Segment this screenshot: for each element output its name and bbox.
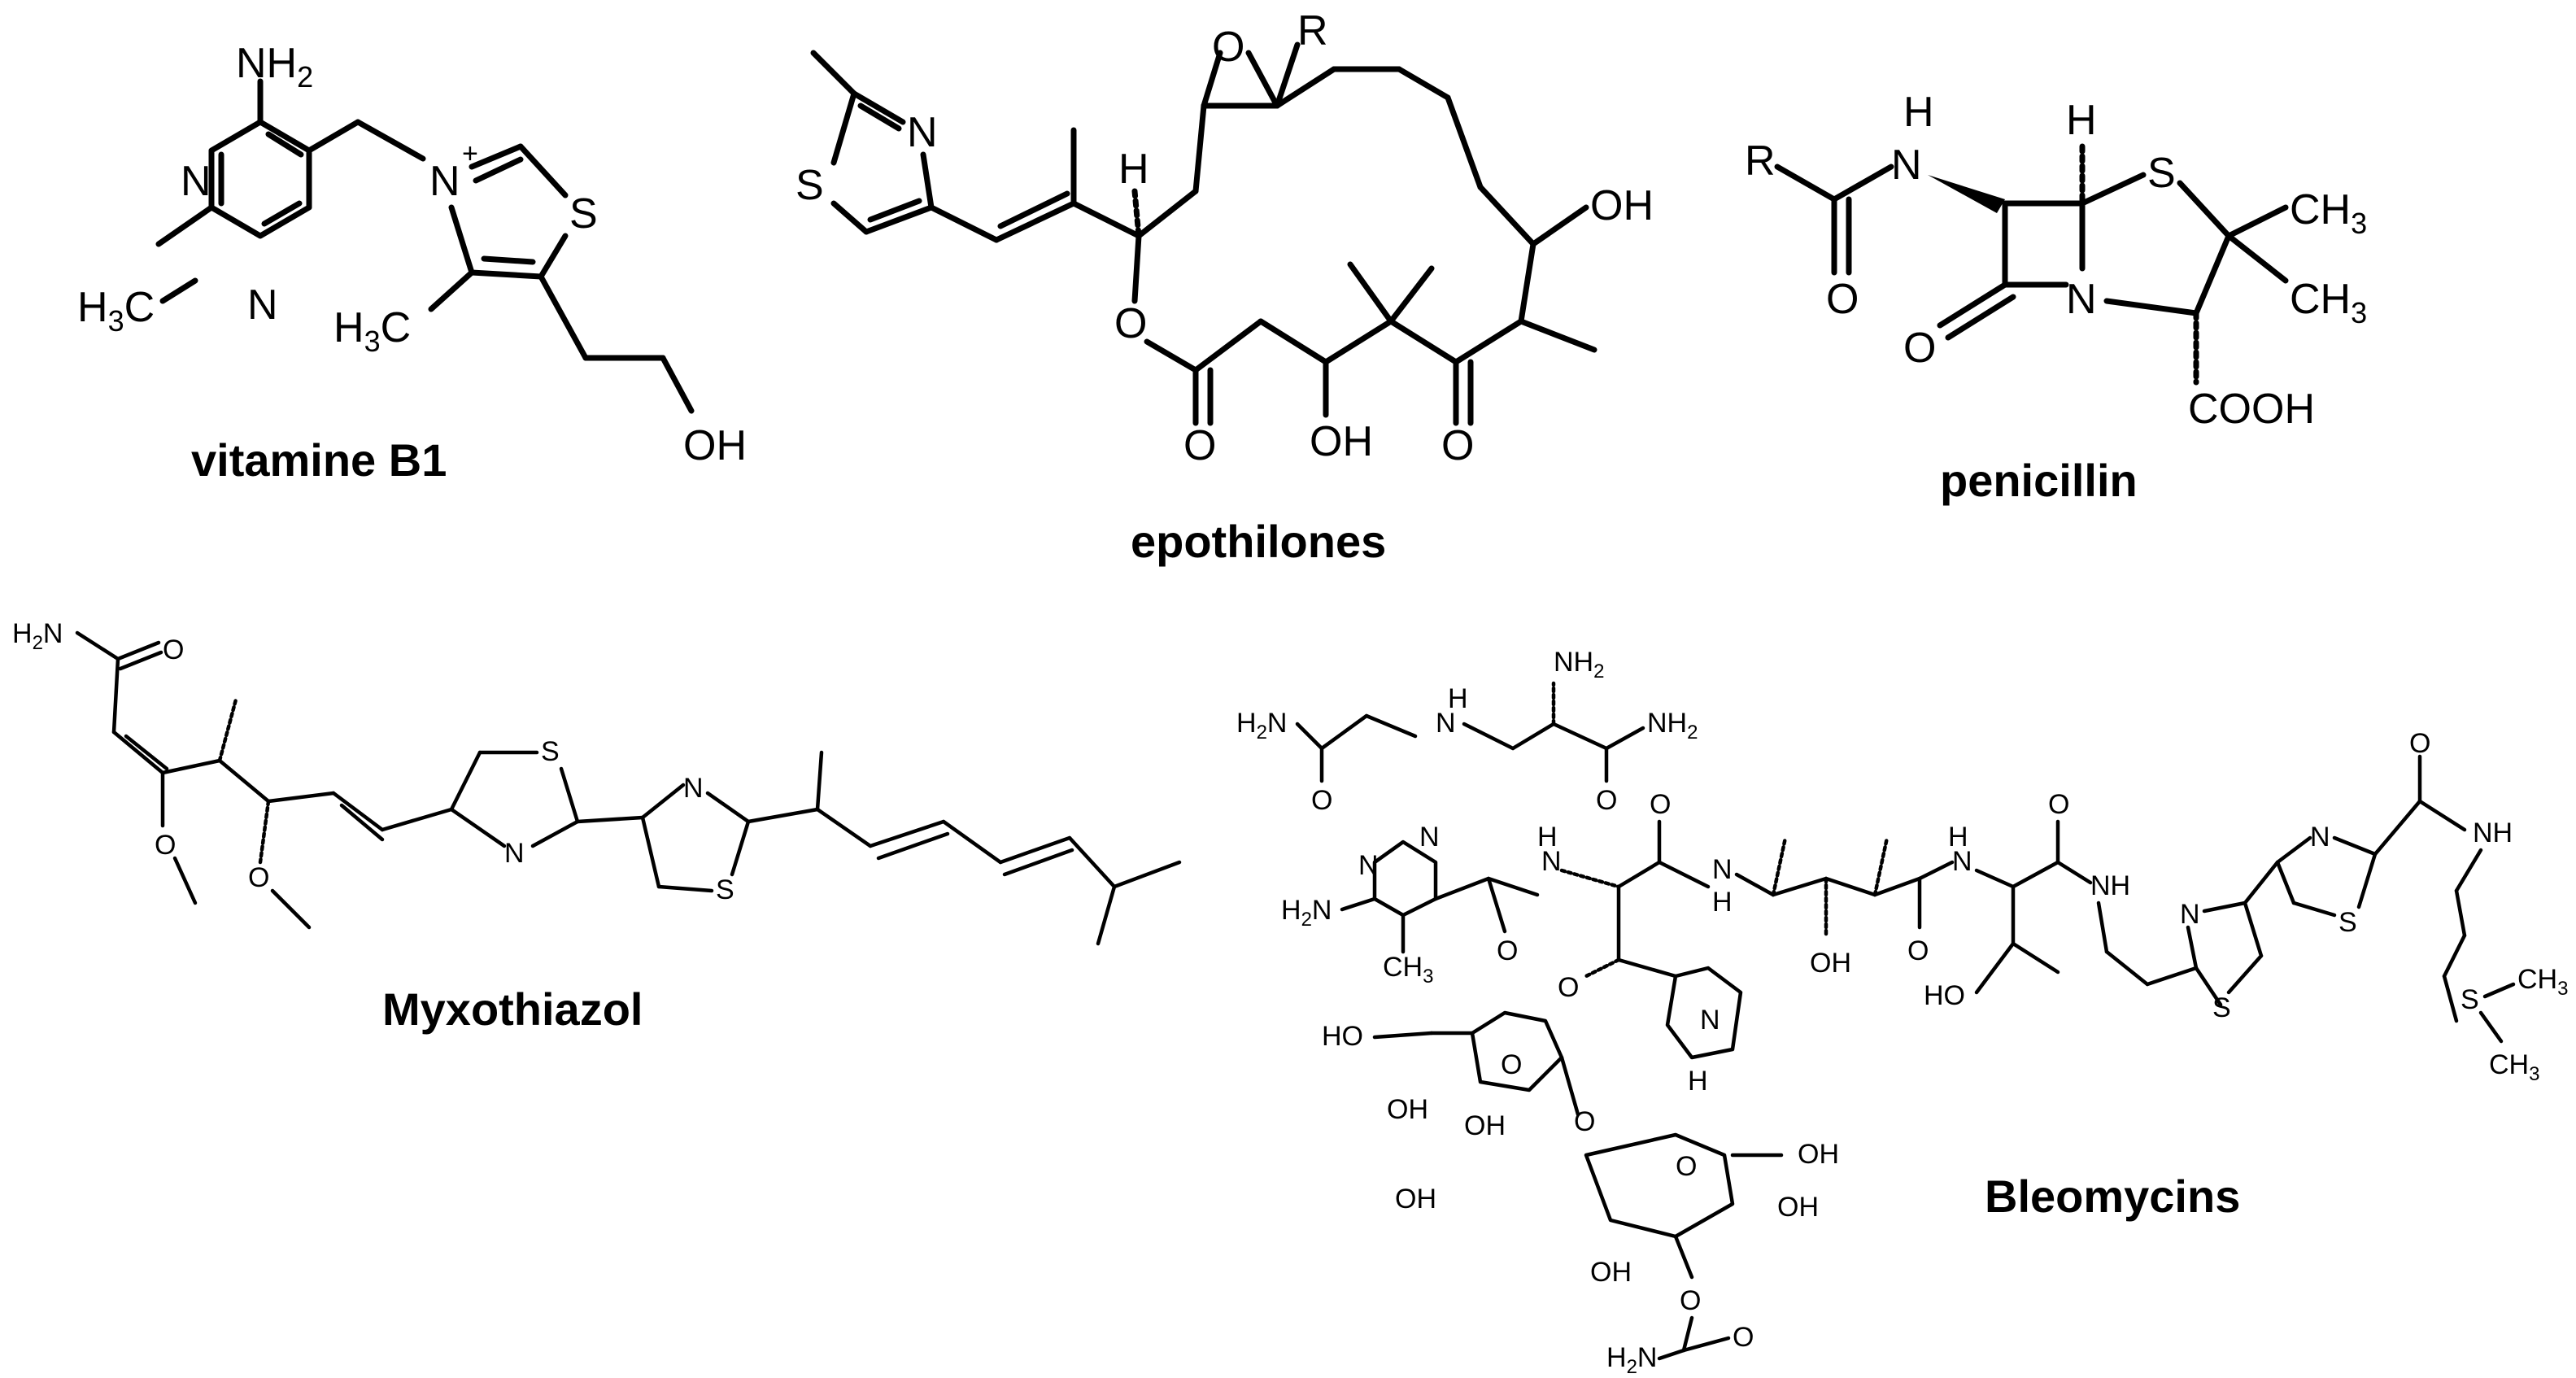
o-label: O (1558, 972, 1579, 1003)
cooh-label: COOH (2188, 386, 2315, 433)
o-label: O (1650, 789, 1671, 820)
epothilones-structure: N S H O O OH O OH (795, 7, 1654, 567)
oh-label: OH (1395, 1184, 1436, 1214)
s-label: S (795, 162, 824, 209)
n-label: N (1712, 854, 1733, 885)
oh-label: OH (683, 422, 747, 469)
s-label: S (569, 190, 598, 238)
nh2-label: NH2 (236, 40, 313, 94)
o-label: O (1733, 1322, 1754, 1353)
h-label: H (1948, 822, 1968, 853)
oh-label: OH (1310, 418, 1373, 465)
o-label: O (2409, 728, 2430, 759)
o-label: O (1212, 24, 1244, 71)
h3c-label: H3C (333, 304, 411, 358)
ch3-label: CH3 (2290, 186, 2367, 240)
o-label: O (1501, 1049, 1522, 1080)
nh2-label: NH2 (1647, 708, 1698, 744)
o-label: O (1676, 1151, 1697, 1182)
n-label: N (429, 158, 460, 205)
oh-label: OH (1590, 182, 1654, 229)
bleomycins-caption: Bleomycins (1985, 1171, 2240, 1222)
ch3-label: CH3 (2489, 1049, 2539, 1085)
o-label: O (163, 634, 184, 665)
n-label: N (247, 281, 278, 329)
o-label: O (1574, 1106, 1595, 1137)
o-label: O (1596, 785, 1617, 816)
vitamine-b1-structure: NH2 N N H3C N + S H3C OH vitamine B1 (77, 40, 747, 486)
h-label: H (1118, 146, 1149, 193)
nh-label: NH (2473, 818, 2513, 848)
h-label: H (2066, 97, 2097, 144)
oh-label: OH (1798, 1139, 1839, 1170)
o-label: O (1441, 422, 1474, 469)
nh2-label: NH2 (1554, 647, 1604, 682)
s-label: S (2460, 984, 2479, 1015)
n-label: N (907, 109, 938, 156)
oh-label: OH (1464, 1110, 1506, 1141)
h2n-label: H2N (1606, 1342, 1657, 1374)
n-label: N (2180, 899, 2200, 930)
oh-label: OH (1590, 1257, 1632, 1288)
h2n-label: H2N (12, 618, 63, 654)
ho-label: HO (1322, 1021, 1363, 1052)
h2n-label: H2N (1236, 708, 1287, 744)
bleomycins-structure: H2N O N H NH2 O NH2 H2N N N CH3 O N H O (1236, 647, 2568, 1378)
o-label: O (1497, 935, 1518, 966)
s-label: S (2147, 150, 2176, 197)
ho-label: HO (1924, 980, 1965, 1011)
penicillin-structure: R O N H N O H S CH3 CH3 COOH penicillin (1745, 89, 2367, 506)
n-label: N (2066, 276, 2097, 323)
n-label: N (504, 838, 525, 869)
n-label: N (1952, 846, 1972, 877)
vitamine-b1-caption: vitamine B1 (191, 434, 447, 486)
o-label: O (1826, 276, 1859, 323)
plus-label: + (462, 138, 478, 169)
o-label: O (1114, 300, 1147, 347)
s-label: S (716, 874, 734, 905)
o-label: O (248, 862, 269, 893)
nh-label: N (1541, 846, 1562, 877)
n-label: N (1700, 1005, 1720, 1036)
r-label: R (1297, 7, 1328, 55)
h-label: H (1448, 683, 1468, 714)
myxothiazol-structure: H2N O O O S N N S (12, 618, 1182, 1035)
myxothiazol-caption: Myxothiazol (382, 983, 643, 1035)
h-label: H (1903, 89, 1934, 136)
o-label: O (1907, 935, 1929, 966)
ch3-label: CH3 (2517, 964, 2568, 1000)
n-label: N (683, 773, 704, 804)
n-label: N (2310, 822, 2330, 853)
n-label: N (1436, 708, 1456, 739)
o-label: O (2048, 789, 2069, 820)
o-label: O (1311, 785, 1332, 816)
r-label: R (1745, 137, 1776, 185)
o-label: O (1680, 1285, 1701, 1316)
nh-label: NH (2090, 870, 2130, 901)
penicillin-caption: penicillin (1940, 455, 2138, 506)
oh-label: OH (1777, 1192, 1819, 1223)
h-label: H (1712, 887, 1733, 918)
h-label: H (1537, 822, 1558, 853)
ch3-label: CH3 (2290, 276, 2367, 329)
n-label: N (1419, 822, 1440, 853)
o-label: O (1183, 422, 1216, 469)
epothilones-caption: epothilones (1131, 516, 1386, 567)
n-label: N (1891, 142, 1922, 189)
s-label: S (541, 736, 560, 767)
h-label: H (1688, 1066, 1708, 1097)
s-label: S (2338, 907, 2357, 938)
n-label: N (1358, 850, 1379, 881)
ch3-label: CH3 (1383, 952, 1433, 988)
o-label: O (155, 830, 176, 861)
h3c-label: H3C (77, 284, 155, 338)
o-label: O (1903, 325, 1936, 372)
n-label: N (181, 158, 211, 205)
h2n-label: H2N (1281, 895, 1332, 931)
oh-label: OH (1387, 1094, 1428, 1125)
oh-label: OH (1810, 948, 1851, 979)
